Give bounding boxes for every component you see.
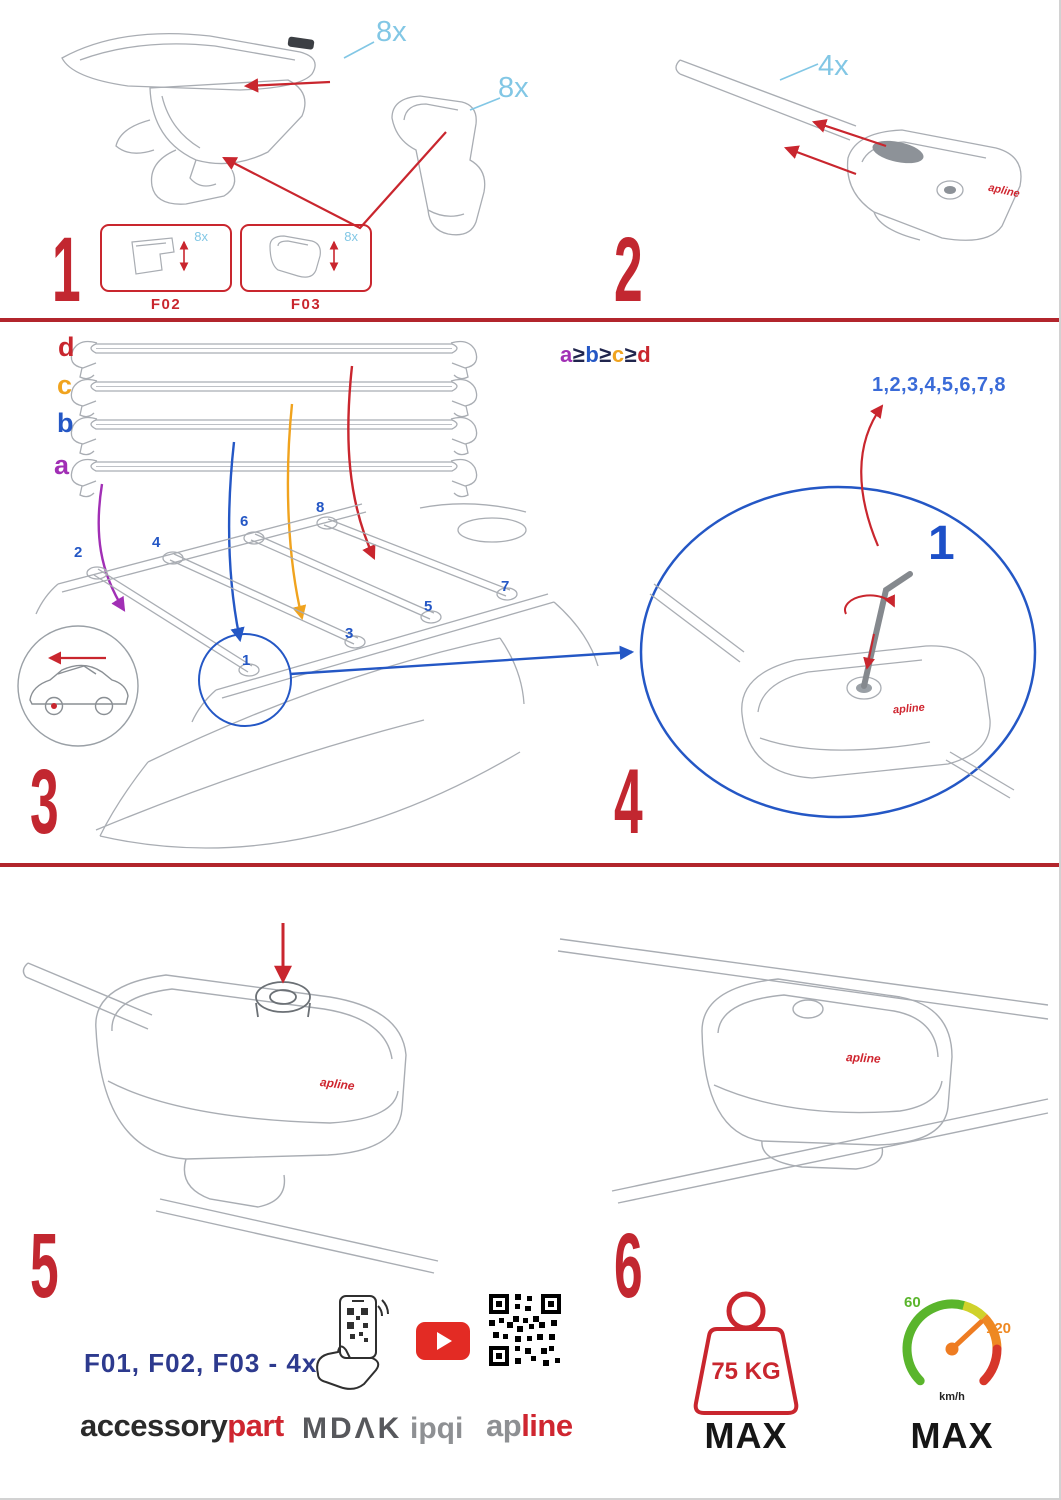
step6-mounted-foot-drawing [557,938,1049,1204]
part-box-f03: 8x [240,224,372,292]
formula-b: b [585,342,600,367]
weight-limit-value: 75 KG [711,1358,780,1385]
position-number-5: 5 [424,598,433,615]
section-divider-1 [0,318,1059,322]
allen-key-icon [861,571,913,689]
position-number-2: 2 [74,544,83,561]
step3-number: 3 [30,751,59,853]
qty-label-bar-clips: 8x [376,16,407,48]
rotate-arrow [844,594,895,615]
bar-label-a: a [54,450,70,480]
qty-leader-lines [343,41,819,111]
brand-accessory-text: accessory [80,1408,228,1443]
position-number-1: 1 [242,652,251,669]
car-roof-drawing [35,503,599,849]
max-weight-icon: 75 KG [693,1291,799,1415]
position-number-3: 3 [345,625,354,642]
formula-op3: ≥ [624,342,638,367]
position1-highlight-circle [198,633,292,727]
brand-apline-suffix: line [521,1408,573,1443]
part-f03-drawing [269,235,339,278]
formula-c: c [611,342,625,367]
play-icon [437,1332,452,1350]
brand-mdak: MDΛK [302,1412,403,1445]
gauge-needle [949,1319,984,1352]
car-front-indicator [17,625,139,747]
step4-number: 4 [614,751,643,853]
step5-number: 5 [30,1215,59,1317]
speed-low-value: 60 [904,1294,921,1311]
position-number-7: 7 [501,578,510,595]
max-speed-gauge: 60 120 km/h [902,1294,1011,1403]
qty-label-f03: 8x [344,229,358,244]
part-label-f03: F03 [290,296,322,313]
foot-bar-slot [872,140,924,164]
step1-2-drawings [61,32,1022,241]
bar-clip-part [287,36,315,50]
foot-zoom-circle [639,485,1037,819]
crossbar-b-drawing [70,416,478,456]
speed-max-label: MAX [910,1415,994,1456]
sequence-arrow [860,404,884,547]
qty-label-pads: 8x [498,72,529,104]
brand-ipqi: ipqi [410,1412,464,1445]
part-box-f02: 8x [100,224,232,292]
formula-op2: ≥ [599,342,612,367]
speed-unit-label: km/h [939,1391,965,1403]
tighten-arrow [863,633,875,670]
foot-bolt-hole [944,186,956,194]
youtube-icon [416,1322,470,1360]
brand-part-text: part [227,1408,284,1443]
brand-accessorypart: accessorypart [80,1410,284,1441]
crossbar-c-drawing [70,378,478,418]
tightening-sequence: 1,2,3,4,5,6,7,8 [872,374,1006,396]
step5-cover-cap [255,981,311,1018]
step6-number: 6 [614,1215,643,1317]
step2-number: 2 [614,219,643,321]
qty-label-feet: 4x [818,50,849,82]
step5-6-drawings [22,923,1049,1274]
bar-routing-curves [97,365,376,643]
first-bolt-callout: 1 [928,517,955,570]
bar-label-c: c [57,370,73,400]
step2-assembly-arrows [783,119,887,176]
step1-assembly-arrows [222,78,447,230]
crossbar-a-drawing [70,458,478,498]
bar-length-formula: a≥b≥c≥d [560,342,651,368]
bar-label-d: d [58,332,75,362]
torx-parts-list: F01, F02, F03 - 4x [84,1348,318,1378]
speed-high-value: 120 [986,1320,1011,1337]
step1-number: 1 [52,219,81,321]
section-divider-2 [0,863,1059,867]
qty-label-f02: 8x [194,229,208,244]
brand-apline: apline [486,1410,573,1441]
part-f02-drawing [131,237,189,275]
crossbar-end-drawing [675,59,1022,241]
position-number-6: 6 [240,513,249,530]
part-label-f02: F02 [150,296,182,313]
bar-label-b: b [57,408,74,438]
formula-d: d [637,342,652,367]
step3-4-drawings [17,340,1037,849]
phone-scan-icon [316,1295,389,1390]
formula-op1: ≥ [572,342,586,367]
qr-code [487,1292,563,1368]
weight-max-label: MAX [704,1415,788,1456]
roof-foot-exploded-drawing [61,32,486,236]
position-number-8: 8 [316,499,325,516]
foot-brand-step6: apline [845,1050,882,1066]
zoom-pointer-arrow [289,645,635,676]
crossbar-d-drawing [70,340,478,380]
position-number-4: 4 [152,534,161,551]
step5-foot-drawing [22,962,439,1274]
formula-a: a [560,342,573,367]
brand-apline-prefix: ap [486,1408,522,1443]
